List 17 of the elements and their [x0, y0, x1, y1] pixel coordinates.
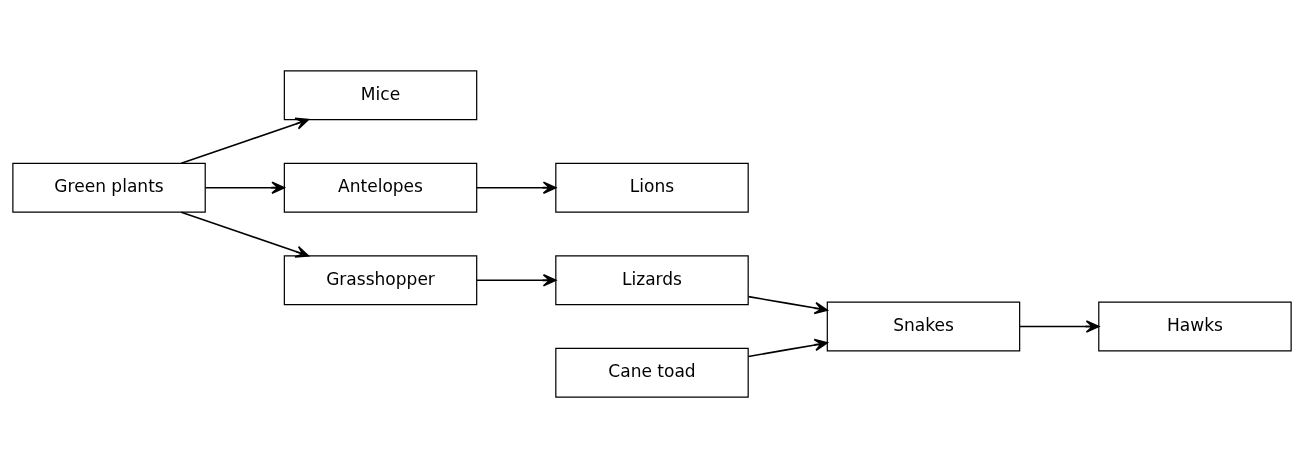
arrow — [747, 338, 828, 358]
arrow — [1019, 320, 1100, 333]
node-box: Green plants — [12, 162, 206, 213]
arrow — [747, 295, 828, 315]
arrow — [476, 274, 557, 287]
node-box: Lions — [555, 162, 749, 213]
node-box: Grasshopper — [283, 255, 478, 306]
node-box: Lizards — [555, 255, 749, 306]
node-box: Hawks — [1098, 301, 1292, 352]
arrow — [204, 181, 285, 194]
arrow — [180, 211, 310, 258]
node-box: Antelopes — [283, 162, 478, 213]
arrow — [180, 117, 310, 165]
node-box: Cane toad — [555, 347, 749, 398]
arrow — [476, 181, 557, 194]
node-box: Snakes — [826, 301, 1021, 352]
node-box: Mice — [283, 70, 478, 121]
